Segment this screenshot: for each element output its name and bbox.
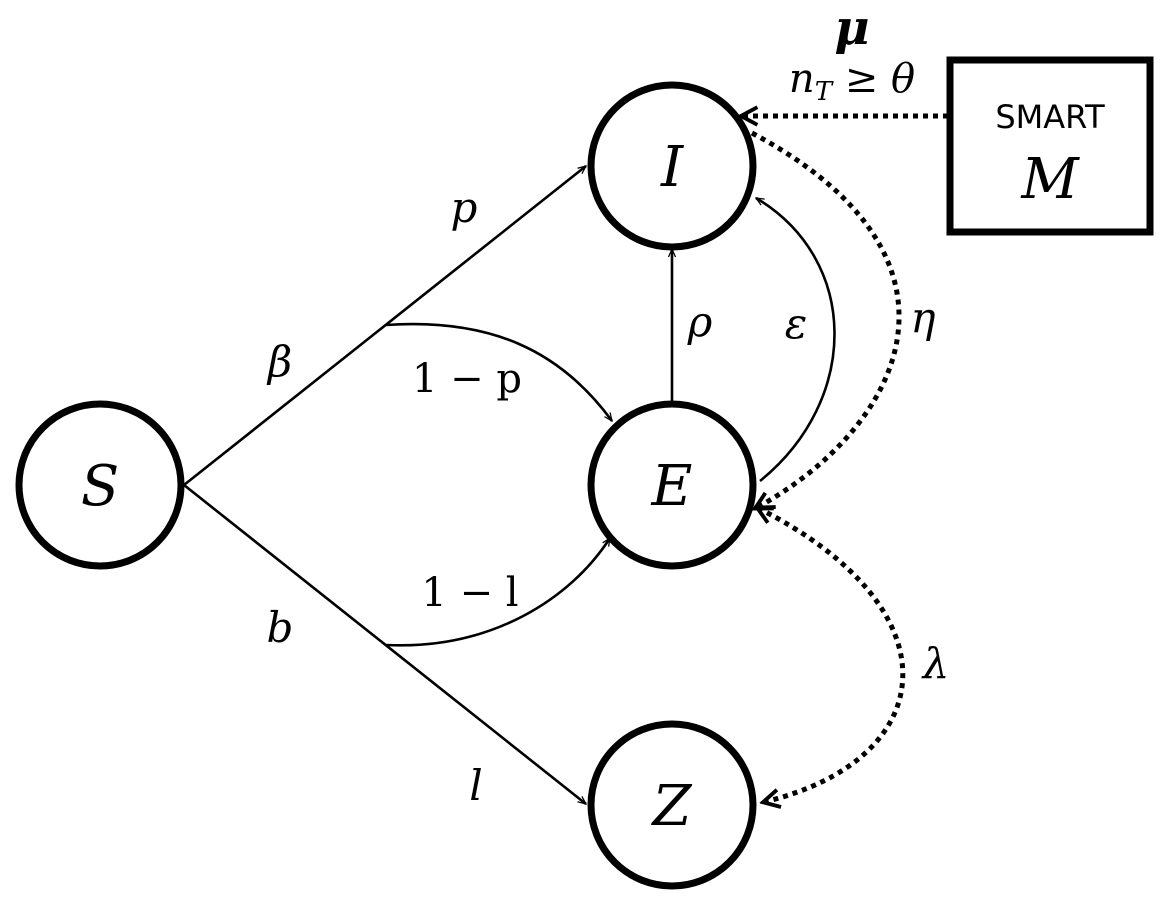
label-l: l [469,761,482,810]
smart-box-label: M [1020,147,1080,212]
solid-edges [183,164,836,806]
node-z-label: Z [651,774,693,839]
label-b: b [267,603,294,652]
edge-b-branch-to-e [385,538,612,647]
label-p: p [451,183,478,232]
node-i-label: I [660,135,685,200]
node-z: Z [587,720,757,890]
node-e: E [587,400,757,570]
edge-s-to-i [183,164,586,487]
label-eta: η [910,293,935,342]
edge-beta-branch-to-e [385,322,614,421]
label-beta: β [266,337,292,386]
label-rho: ρ [687,297,713,346]
label-epsilon: ε [785,299,808,348]
edge-labels: β b p 1 − p 1 − l l ρ ε η λ μ nT ≥ θ [266,0,949,810]
smart-box-title: SMART [995,98,1105,136]
label-one-minus-l: 1 − l [421,570,518,616]
label-lambda: λ [921,639,950,688]
node-s: S [15,400,185,570]
smart-box: SMART M [946,56,1154,236]
label-threshold: nT ≥ θ [789,56,915,107]
label-mu: μ [834,0,869,56]
node-s-label: S [81,454,119,519]
dotted-edges [742,116,948,802]
node-i: I [587,81,757,251]
edge-e-z-lambda [758,508,906,802]
edge-s-to-z [183,483,586,806]
label-one-minus-p: 1 − p [412,356,522,402]
edge-i-to-e-eta [750,130,902,508]
node-e-label: E [651,454,693,519]
edge-e-to-i-epsilon [756,196,836,483]
